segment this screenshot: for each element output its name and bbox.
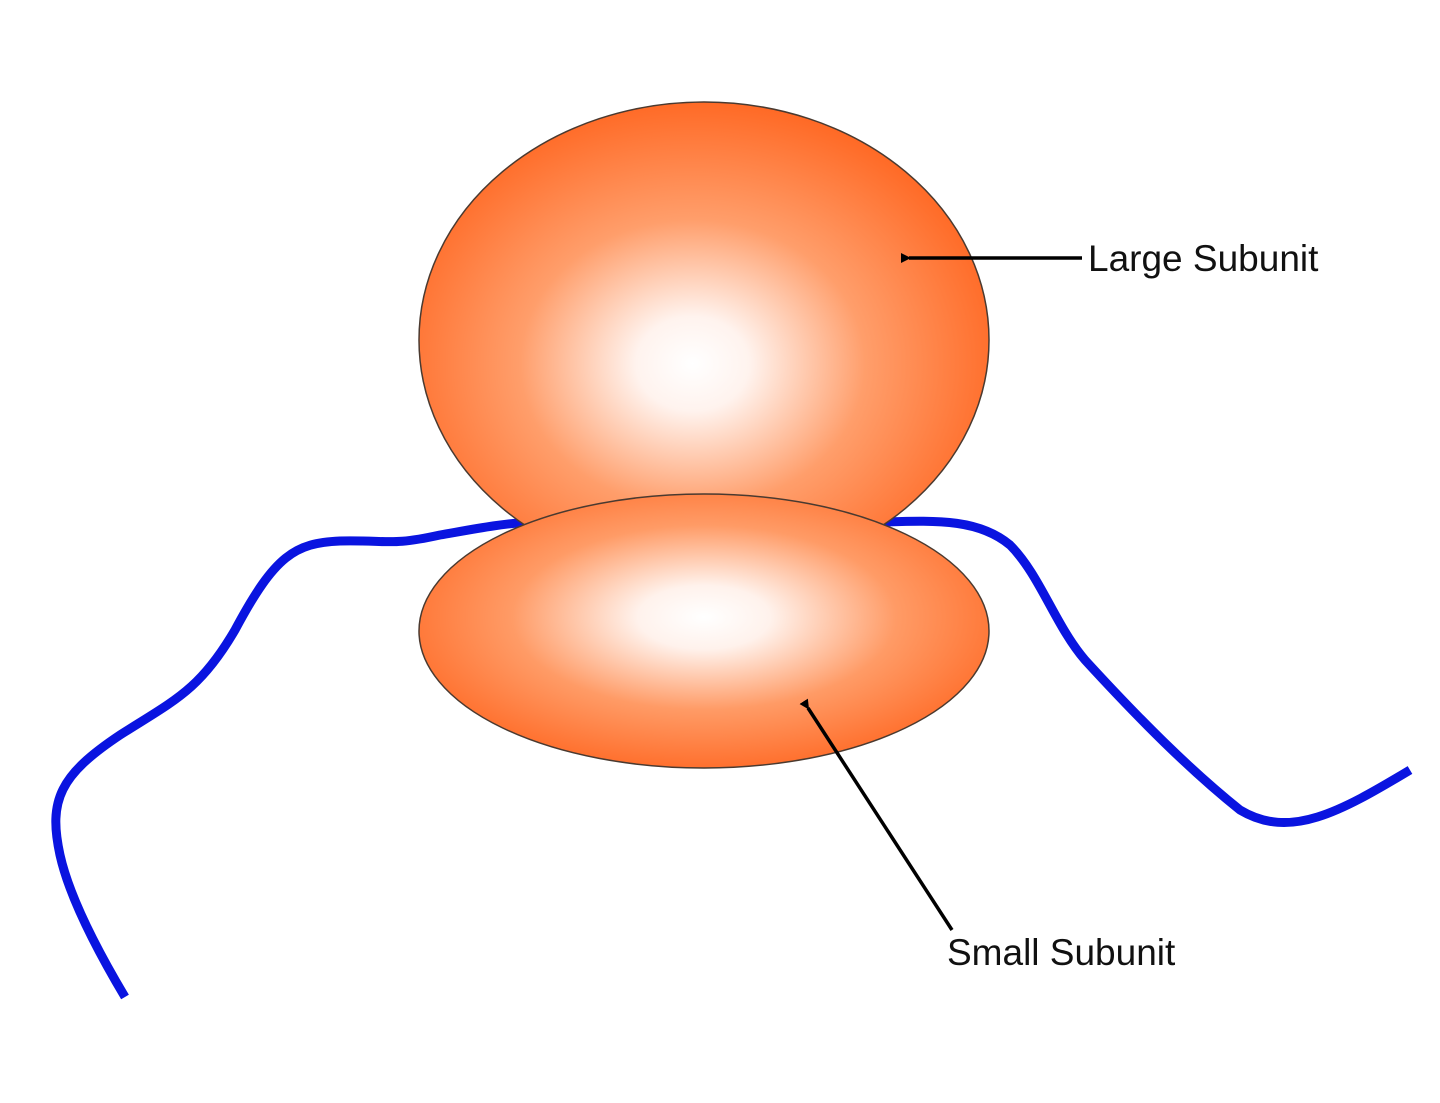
large-subunit-label: Large Subunit (1088, 238, 1319, 279)
small-subunit-arrow (799, 698, 954, 931)
mrna-strand-right (884, 516, 1413, 827)
small-subunit (418, 493, 990, 769)
small-subunit-label: Small Subunit (947, 932, 1176, 973)
mrna-strand (51, 517, 531, 1000)
